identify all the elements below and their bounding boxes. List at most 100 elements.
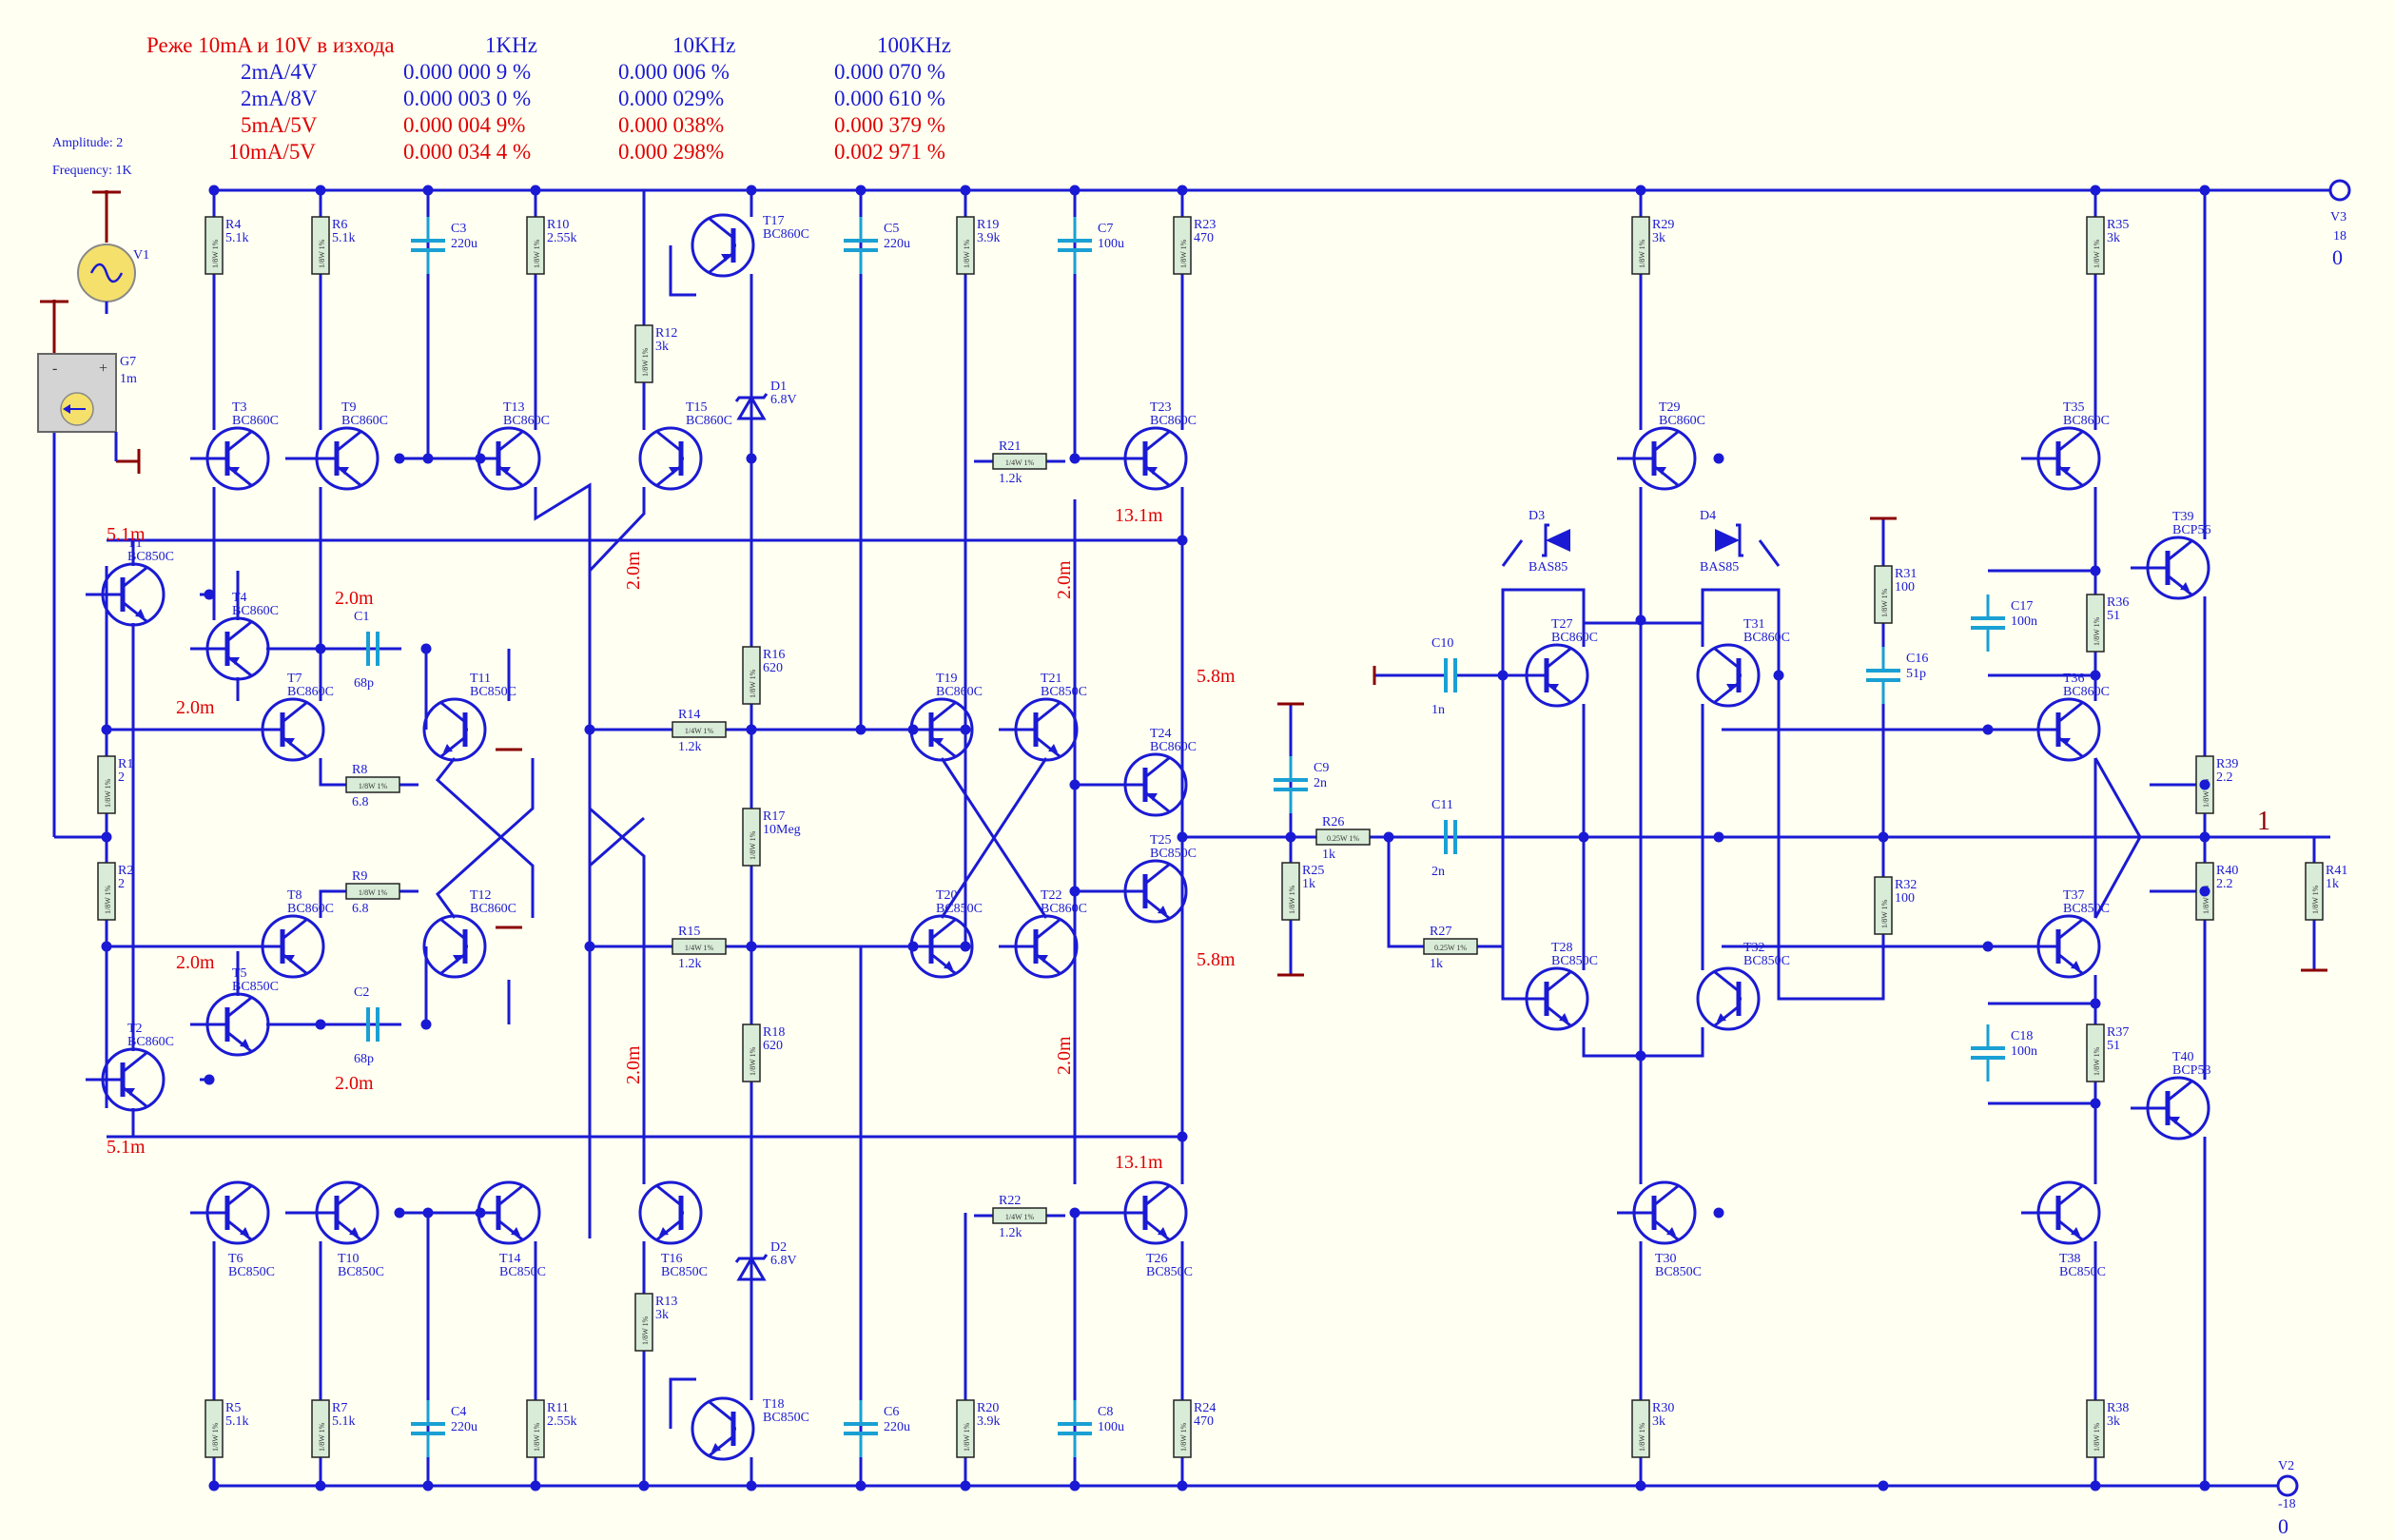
transistor-part: BC850C [470, 685, 516, 699]
transistor-ref: T19 [936, 672, 958, 686]
transistor-part: BC860C [287, 685, 334, 699]
capacitor-c9 [1274, 756, 1308, 813]
transistor-part: BC860C [341, 414, 388, 428]
resistor-body [742, 808, 761, 867]
junction-dot [204, 589, 215, 600]
junction-dot [315, 1480, 326, 1491]
transistor-emitter-arrow [1717, 1013, 1726, 1022]
transistor-emitter-arrow [669, 467, 678, 475]
transistor-emitter-lead [930, 952, 956, 975]
capacitor-c8 [1058, 1400, 1092, 1457]
current-annotation: 5.1m [107, 524, 146, 545]
transistor-part: BC850C [228, 1265, 275, 1279]
diode-d1 [734, 393, 769, 420]
transistor-t35 [2021, 426, 2101, 491]
diode-cathode [734, 1254, 769, 1263]
transistor-emitter-lead [122, 1085, 147, 1108]
resistor-value: 470 [1194, 1414, 1214, 1429]
transistor-collector-lead [930, 918, 956, 941]
resistor-r15: 1/4W 1% [653, 938, 745, 955]
junction-dot [1635, 614, 1646, 626]
resistor-r8: 1/8W 1% [327, 776, 419, 793]
transistor-ref: T9 [341, 400, 357, 415]
resistor-value: 1.2k [678, 740, 702, 754]
wire [589, 816, 645, 867]
junction-dot [1713, 453, 1724, 464]
transistor-ref: T7 [287, 672, 302, 686]
junction-dot [2199, 831, 2210, 843]
transistor-t32 [1696, 966, 1761, 1031]
resistor-value: 3k [1652, 231, 1665, 245]
junction-dot [315, 1019, 326, 1030]
transistor-part: BC860C [2063, 414, 2110, 428]
capacitor-value: 68p [354, 676, 374, 691]
resistor-body [97, 755, 116, 814]
transistor-emitter-lead [226, 464, 252, 487]
resistor-r30: 1/8W 1% [1631, 1383, 1650, 1474]
junction-dot [1069, 453, 1081, 464]
wire [1758, 539, 1781, 567]
resistor-body [1631, 216, 1650, 275]
source-ref: V2 [2278, 1459, 2294, 1473]
junction-dot [2090, 1480, 2101, 1491]
transistor-ref: T28 [1551, 941, 1573, 955]
transistor-ref: T24 [1150, 727, 1172, 741]
diode-body [736, 395, 767, 420]
capacitor-value: 220u [884, 1420, 910, 1434]
capacitor-c18 [1971, 1024, 2005, 1082]
transistor-collector-lead [2057, 430, 2083, 453]
junction-dot [1177, 185, 1188, 196]
source-value: 18 [2333, 229, 2346, 244]
transistor-collector-lead [656, 430, 682, 453]
resistor-r35: 1/8W 1% [2086, 200, 2105, 291]
resistor-value: 2 [118, 877, 125, 891]
resistor-value: 5.1k [225, 1414, 249, 1429]
supply-terminal [2276, 1474, 2299, 1497]
junction-dot [1177, 831, 1188, 843]
distortion-row-value: 0.002 971 % [834, 140, 945, 164]
capacitor-c1 [344, 632, 401, 666]
transistor-emitter-arrow [2061, 738, 2071, 746]
transistor-ref: T22 [1041, 888, 1062, 903]
junction-dot [1878, 1480, 1889, 1491]
transistor-emitter-arrow [2171, 1117, 2180, 1124]
transistor-collector-lead [709, 217, 734, 240]
resistor-value: 2.55k [547, 1414, 577, 1429]
junction-dot [1069, 779, 1081, 790]
resistor-r41: 1/8W 1% [2305, 846, 2324, 937]
transistor-collector-lead [2167, 1080, 2192, 1102]
resistor-ref: R30 [1652, 1401, 1674, 1415]
transistor-ref: T5 [232, 966, 247, 981]
resistor-rating: 1/8W 1% [1880, 899, 1889, 928]
diode-d3 [1542, 523, 1570, 557]
resistor-ref: R15 [678, 925, 700, 939]
capacitor-ref: C17 [2011, 599, 2033, 614]
source-ref: G7 [120, 355, 136, 369]
transistor-t40 [2131, 1076, 2210, 1140]
resistor-body [672, 721, 727, 738]
resistor-ref: R13 [655, 1295, 677, 1309]
resistor-body [1423, 938, 1478, 955]
resistor-body [1173, 216, 1192, 275]
current-arrow-head [63, 404, 70, 414]
junction-dot [1635, 185, 1646, 196]
junction-dot [1982, 724, 1994, 735]
diode-cathode [1542, 523, 1549, 557]
resistor-rating: 1/8W 1% [2202, 778, 2210, 808]
transistor-emitter-arrow [2071, 961, 2080, 969]
resistor-body [1631, 1399, 1650, 1458]
transistor-ref: T40 [2172, 1050, 2194, 1064]
transistor-t12 [422, 914, 487, 979]
junction-dot [2199, 886, 2210, 897]
transistor-part: BC850C [1655, 1265, 1702, 1279]
resistor-rating: 1/4W 1% [1005, 1213, 1035, 1221]
transistor-emitter-arrow [230, 467, 240, 475]
transistor-emitter-lead [1144, 464, 1170, 487]
current-annotation: 13.1m [1115, 1152, 1163, 1173]
wire [588, 487, 646, 666]
transistor-collector-lead [1144, 1184, 1170, 1207]
diode-body [1546, 529, 1570, 552]
transistor-body [422, 914, 487, 979]
resistor-value: 5.1k [225, 231, 249, 245]
transistor-collector-lead [122, 1051, 147, 1074]
